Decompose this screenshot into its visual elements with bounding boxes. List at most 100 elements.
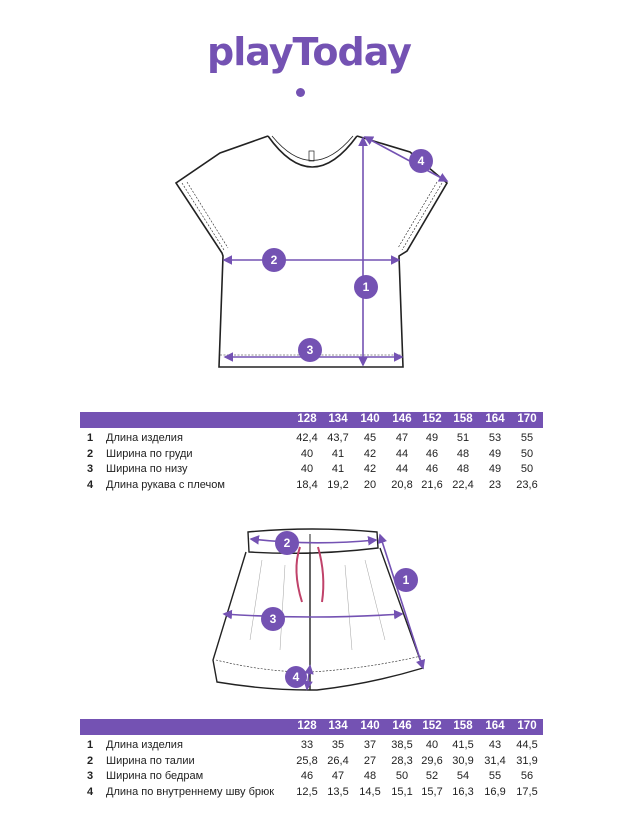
measure-value: 37 [363,739,377,751]
size-header: 170 [517,413,537,425]
measure-value: 15,1 [391,785,413,798]
measure-value: 50 [395,770,409,782]
size-header: 146 [392,720,412,732]
measure-value: 47 [395,432,409,444]
measure-value: 21,6 [421,478,443,491]
row-label: Ширина по бедрам [106,770,204,782]
measure-value: 28,3 [391,754,413,767]
row-number: 1 [87,432,94,444]
size-header: 134 [328,720,348,732]
measure-value: 22,4 [452,478,474,491]
measure-value: 40 [425,739,439,751]
measure-value: 16,9 [484,785,506,798]
row-number: 4 [87,478,94,491]
shorts-marker-2: 2 [284,536,291,550]
size-header: 158 [453,413,473,425]
size-header: 152 [422,720,442,732]
measure-value: 50 [520,463,534,475]
size-header: 170 [517,720,537,732]
measure-value: 50 [520,447,534,460]
drawstring [295,546,325,603]
measure-value: 46 [425,447,439,460]
size-header: 164 [485,413,505,425]
shorts-markers [261,531,418,688]
measure-value: 20,8 [391,478,413,491]
measure-value: 56 [520,770,534,782]
measure-value: 49 [488,447,502,460]
measure-value: 25,8 [296,754,318,767]
tshirt-markers [262,149,433,362]
tshirt-marker-4: 4 [418,154,425,168]
size-header: 134 [328,413,348,425]
measure-value: 29,6 [421,754,443,767]
measure-value: 41 [331,447,345,460]
row-label: Ширина по низу [106,463,188,475]
measure-value: 54 [456,770,470,782]
measure-value: 53 [488,432,502,444]
tshirt-marker-2: 2 [271,253,278,267]
size-header: 140 [360,720,380,732]
size-header: 164 [485,720,505,732]
shorts-measure-lines [222,533,426,691]
table-row: 4 Длина рукава с плечом 18,4 19,2 20 20,8 21,6… [80,479,543,495]
size-header: 128 [297,720,317,732]
measure-value: 41,5 [452,739,474,751]
measure-value: 45 [363,432,377,444]
logo-dot [296,88,305,97]
row-number: 1 [87,739,94,751]
measure-value: 30,9 [452,754,474,767]
measure-value: 46 [300,770,314,782]
row-number: 4 [87,785,94,798]
row-label: Длина рукава с плечом [106,478,225,491]
measure-value: 15,7 [421,785,443,798]
tshirt-marker-1: 1 [363,280,370,294]
size-header: 128 [297,413,317,425]
measure-value: 40 [300,463,314,475]
measure-value: 44 [395,447,409,460]
measure-value: 44 [395,463,409,475]
measure-value: 43,7 [327,432,349,444]
row-number: 2 [87,447,94,460]
size-header: 158 [453,720,473,732]
measure-value: 48 [363,770,377,782]
measure-value: 17,5 [516,785,538,798]
size-header: 152 [422,413,442,425]
measure-value: 14,5 [359,785,381,798]
row-label: Ширина по груди [106,447,193,460]
measure-value: 26,4 [327,754,349,767]
measure-value: 42 [363,447,377,460]
tshirt-measure-lines [222,136,449,367]
shorts-marker-3: 3 [270,612,277,626]
measure-value: 38,5 [391,739,413,751]
measure-value: 12,5 [296,785,318,798]
measure-value: 42 [363,463,377,475]
size-header-row: 128 134 140 146 152 158 164 170 [80,719,543,735]
measure-value: 27 [363,754,377,767]
measure-value: 23 [488,478,502,491]
measure-value: 44,5 [516,739,538,751]
measure-value: 18,4 [296,478,318,491]
measure-value: 55 [488,770,502,782]
measure-value: 49 [488,463,502,475]
measure-value: 55 [520,432,534,444]
measure-value: 23,6 [516,478,538,491]
row-number: 3 [87,770,94,782]
row-label: Длина изделия [106,739,183,751]
row-number: 3 [87,463,94,475]
measure-value: 20 [363,478,377,491]
measure-value: 19,2 [327,478,349,491]
row-label: Длина изделия [106,432,183,444]
tshirt-marker-3: 3 [307,343,314,357]
measure-value: 47 [331,770,345,782]
measure-value: 52 [425,770,439,782]
measure-value: 33 [300,739,314,751]
measure-value: 46 [425,463,439,475]
